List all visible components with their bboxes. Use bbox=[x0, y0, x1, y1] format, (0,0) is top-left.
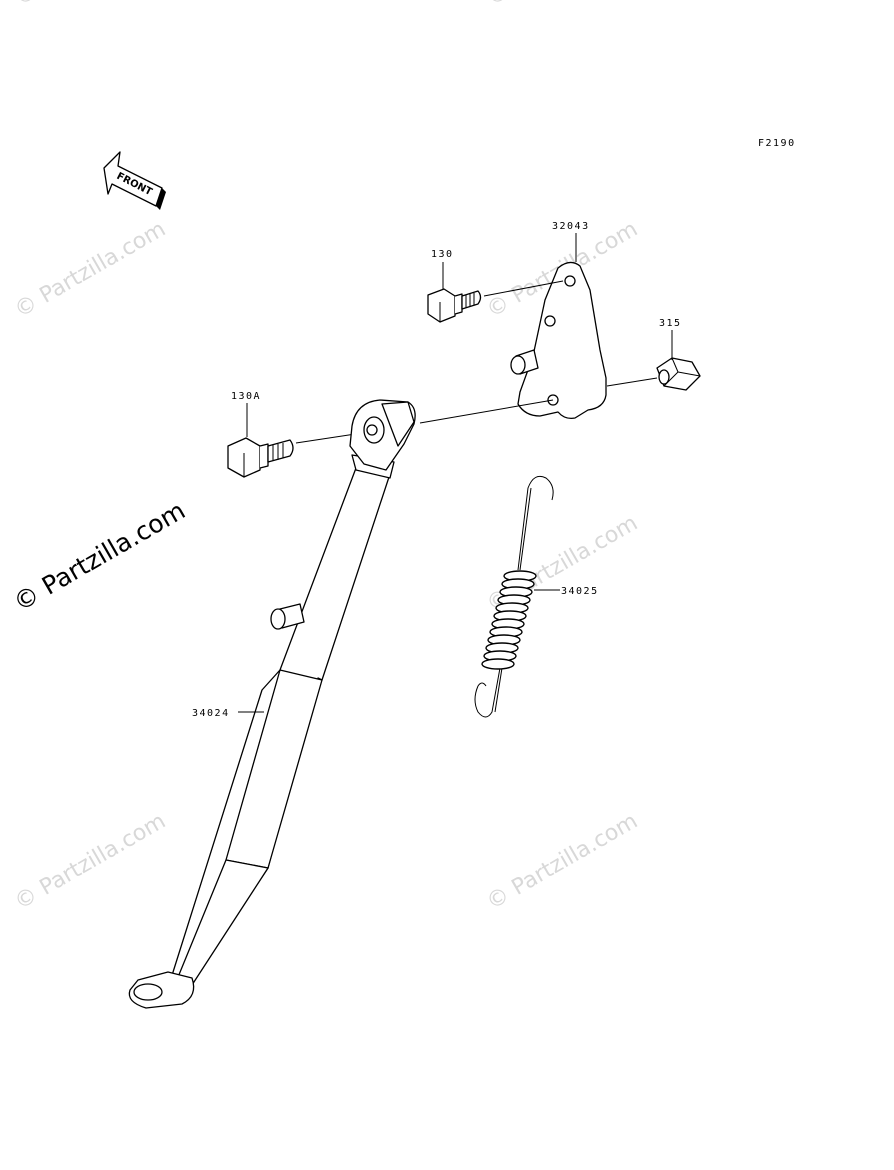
watermark-main: © Partzilla.com bbox=[9, 496, 191, 618]
axis-line bbox=[419, 399, 554, 424]
part-label-34024: 34024 bbox=[192, 708, 230, 719]
part-label-32043: 32043 bbox=[552, 221, 590, 232]
watermark: © Partzilla.com bbox=[11, 809, 171, 916]
bracket-32043 bbox=[510, 261, 607, 420]
part-label-130: 130 bbox=[431, 249, 454, 260]
axis-line bbox=[606, 377, 658, 387]
watermark: © Partzilla.com bbox=[11, 217, 171, 324]
front-arrow-icon: FRONT bbox=[103, 151, 166, 210]
bolt-130a bbox=[227, 437, 294, 478]
watermark-group: © Partzilla.com © Partzilla.com © Partzi… bbox=[11, 0, 643, 915]
part-label-315: 315 bbox=[659, 318, 682, 329]
side-stand-34024 bbox=[128, 399, 416, 1009]
part-label-34025: 34025 bbox=[561, 586, 599, 597]
spring-34025 bbox=[474, 475, 554, 718]
figure-code: F2190 bbox=[758, 138, 796, 149]
watermark: © Partzilla.com bbox=[483, 809, 643, 916]
watermark: © Partzilla.com bbox=[11, 0, 171, 11]
part-label-130a: 130A bbox=[231, 391, 261, 402]
nut-315 bbox=[656, 357, 701, 391]
watermark: © Partzilla.com bbox=[483, 0, 643, 11]
bolt-130 bbox=[427, 288, 482, 323]
axis-line bbox=[483, 280, 564, 297]
